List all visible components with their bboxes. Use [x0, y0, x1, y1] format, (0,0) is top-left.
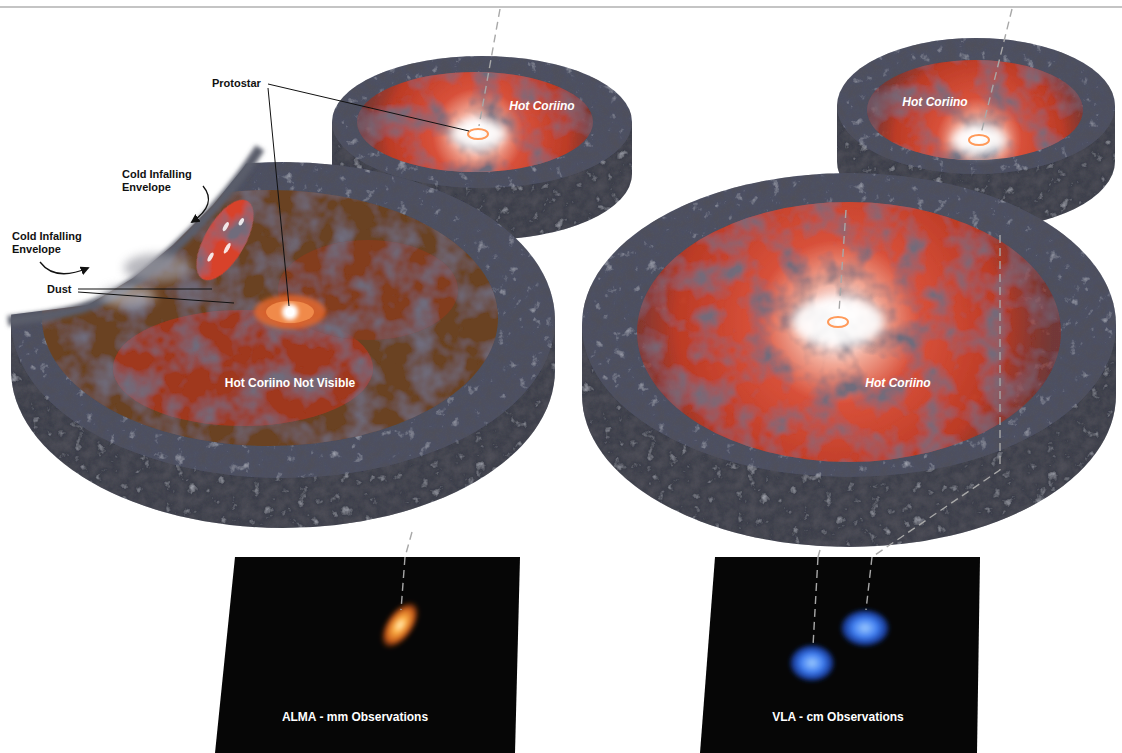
region-label: Hot Coriino: [902, 95, 967, 109]
hot-corino: [867, 60, 1083, 160]
protostar: [286, 308, 294, 316]
emission-blob: [789, 644, 835, 682]
envelope-core: [185, 191, 265, 289]
sightline: [479, 9, 500, 126]
region-label: Hot Coriino Not Visible: [225, 376, 355, 390]
envelope-core-body: [185, 191, 265, 289]
leader-line: [78, 289, 212, 290]
cold-envelope-smoke: [100, 285, 156, 307]
sightline: [866, 557, 872, 610]
protostar-disk: [969, 135, 989, 145]
protostar-halo: [282, 304, 298, 320]
protostar: [976, 137, 982, 143]
sightline: [839, 210, 846, 312]
region-label: Hot Coriino: [509, 99, 574, 113]
protostar-glow: [951, 125, 1007, 155]
sightline-connector: [818, 550, 820, 557]
hot-corino: [637, 202, 1061, 462]
disk-top: [837, 38, 1115, 174]
panel-caption: VLA - cm Observations: [772, 710, 904, 724]
cold-envelope-smoke: [124, 254, 192, 282]
disk-top: [332, 56, 632, 188]
protostar-disk: [828, 317, 848, 327]
envelope-fleck: [206, 252, 214, 263]
disk-node: Hot Coriino: [580, 150, 1118, 550]
emission-blob: [840, 609, 890, 647]
envelope-fleck: [222, 242, 231, 254]
panel-ground: [215, 557, 520, 753]
disk-top: [582, 173, 1116, 477]
curl-arrow: [192, 186, 208, 222]
sightline: [981, 9, 1012, 134]
node-shape: [8, 140, 558, 532]
panel-caption: ALMA - mm Observations: [282, 710, 428, 724]
protostar-glow: [450, 119, 506, 149]
curl-arrow: [40, 262, 88, 274]
protostar: [475, 131, 481, 137]
protostar-glow: [792, 298, 884, 346]
sightline-connector: [405, 532, 412, 557]
region-label: Hot Coriino: [865, 376, 930, 390]
sightline: [401, 557, 405, 610]
leader-line: [78, 292, 234, 303]
cutaway: [6, 138, 270, 315]
sightline: [813, 557, 818, 646]
protostar: [835, 319, 841, 325]
callout-label: Dust: [47, 283, 71, 296]
protostar-glow: [254, 295, 326, 329]
label-anchor: Protostar: [212, 77, 261, 90]
disk-node: Hot Coriino Not Visible: [8, 140, 558, 532]
leader-line: [268, 88, 289, 306]
observation-panel: VLA - cm Observations: [700, 557, 980, 753]
callout-label: Cold Infalling Envelope: [122, 168, 204, 194]
sightline-connector: [872, 235, 1000, 557]
protostar-disk: [468, 129, 488, 139]
label-anchor: Dust: [47, 283, 71, 296]
emission-blob: [373, 595, 427, 655]
protostar-disk: [266, 301, 314, 323]
envelope-fleck: [238, 217, 245, 226]
callout-label: Protostar: [212, 77, 261, 90]
callout-label: Cold Infalling Envelope: [12, 230, 94, 256]
node-shape: [580, 150, 1118, 550]
hot-corino: [357, 72, 593, 172]
label-anchor: Cold Infalling Envelope: [12, 230, 94, 256]
label-anchor: Cold Infalling Envelope: [122, 168, 204, 194]
observation-panel: ALMA - mm Observations: [215, 557, 520, 753]
leader-line: [268, 84, 469, 131]
top-rule: [0, 6, 1122, 7]
panel-ground: [700, 557, 980, 753]
envelope-fleck: [222, 221, 230, 232]
